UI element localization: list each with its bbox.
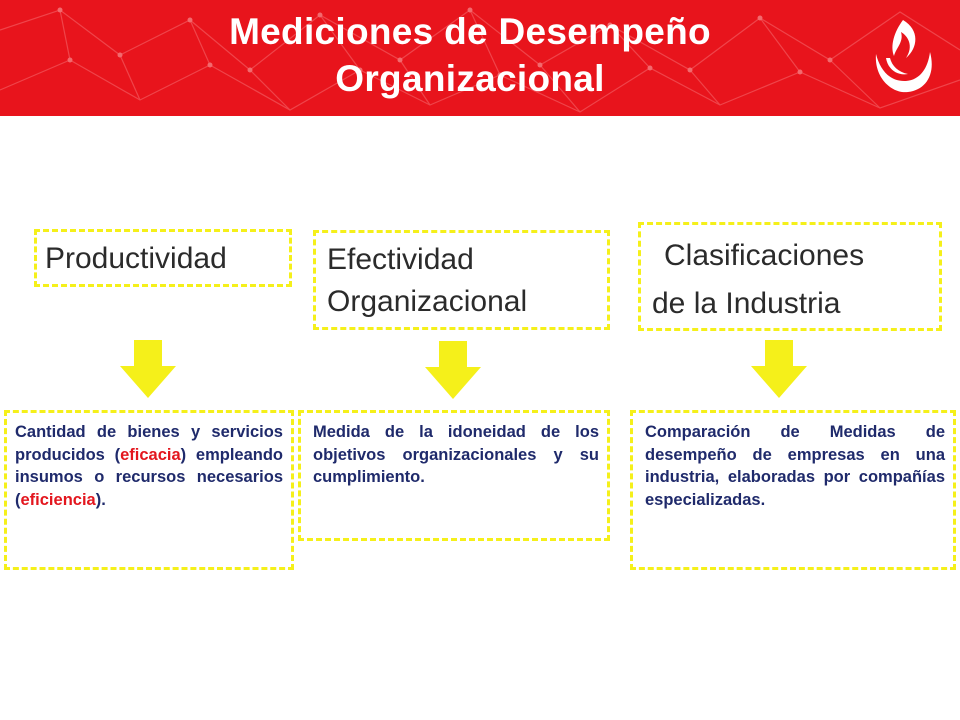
header-banner: Mediciones de Desempeño Organizacional <box>0 0 960 116</box>
desc-box-clasificaciones: Comparación de Medidas de desempeño de e… <box>630 410 956 570</box>
title-line-1: Mediciones de Desempeño <box>229 11 711 52</box>
desc-clasificaciones: Comparación de Medidas de desempeño de e… <box>645 423 945 509</box>
flame-logo-icon <box>875 20 932 93</box>
heading-box-efectividad: Efectividad Organizacional <box>313 230 610 330</box>
heading-box-productividad: Productividad <box>34 229 292 287</box>
desc-text: Cantidad de bienes y servicios producido… <box>15 423 283 464</box>
network-pattern-background <box>0 7 960 113</box>
highlight-eficiencia: eficiencia <box>20 490 96 509</box>
title-line-2: Organizacional <box>335 58 605 99</box>
down-arrow-icon <box>120 340 176 398</box>
heading-efectividad-line-2: Organizacional <box>327 285 528 318</box>
desc-box-efectividad: Medida de la idoneidad de los objetivos … <box>298 410 610 541</box>
page-title: Mediciones de Desempeño Organizacional <box>90 8 850 102</box>
heading-efectividad-line-1: Efectividad <box>327 243 474 276</box>
desc-box-productividad: Cantidad de bienes y servicios producido… <box>4 410 294 570</box>
down-arrow-icon <box>751 340 807 398</box>
desc-text: ). <box>95 490 106 509</box>
desc-efectividad: Medida de la idoneidad de los objetivos … <box>313 423 599 486</box>
heading-efectividad: Efectividad Organizacional <box>327 239 527 323</box>
heading-box-clasificaciones: Clasificaciones de la Industria <box>638 222 942 331</box>
heading-clasificaciones-line-1: Clasificaciones <box>664 239 865 272</box>
heading-clasificaciones-line-2: de la Industria <box>652 287 841 320</box>
heading-productividad: Productividad <box>45 242 227 275</box>
desc-text: ) empleando insumos o recursos necesario… <box>15 445 283 509</box>
highlight-eficacia: eficacia <box>120 445 181 464</box>
heading-clasificaciones: Clasificaciones de la Industria <box>652 235 864 325</box>
down-arrow-icon <box>425 341 481 399</box>
desc-productividad: Cantidad de bienes y servicios producido… <box>15 421 283 511</box>
